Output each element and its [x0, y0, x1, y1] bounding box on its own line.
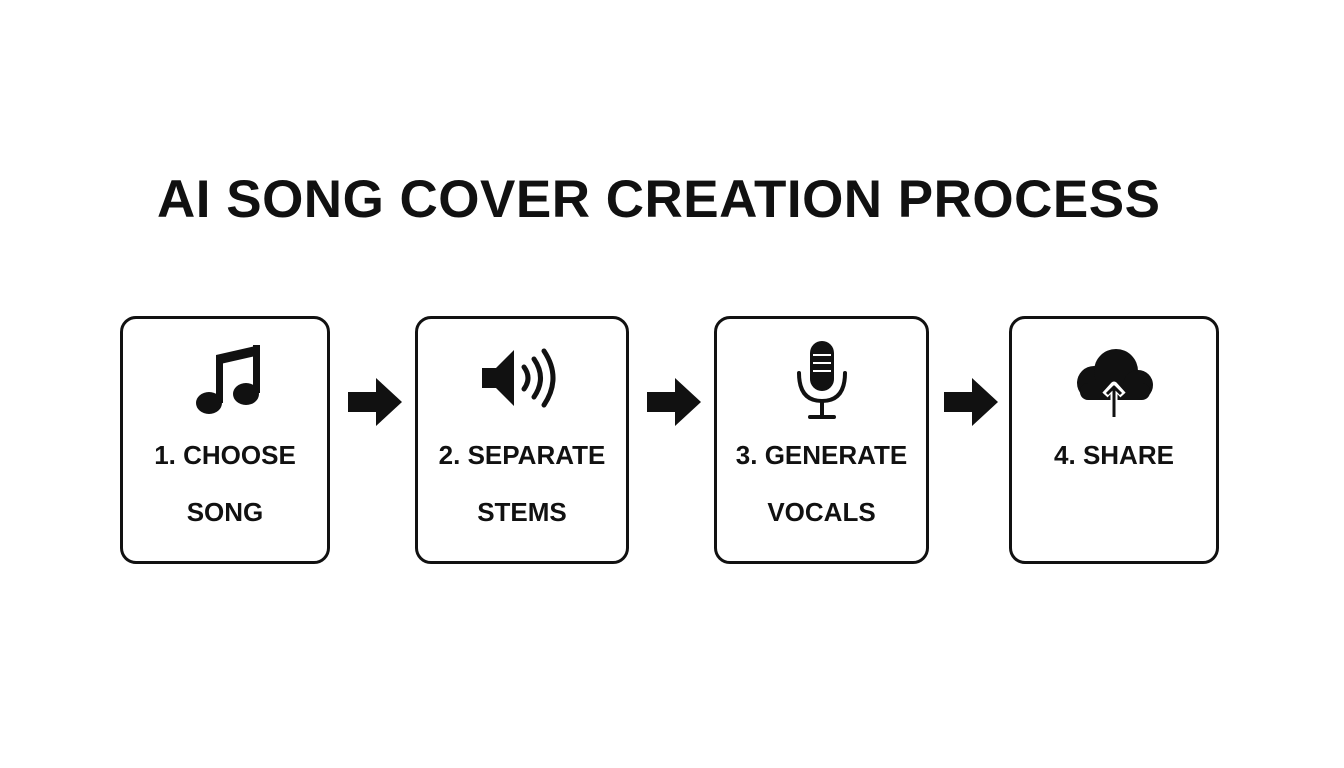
step-subtitle: SONG: [186, 497, 264, 527]
step-separate-stems: 2. SEPARATE STEMS: [415, 316, 629, 564]
step-subtitle: VOCALS: [767, 497, 876, 527]
step-choose-song: 1. CHOOSE SONG: [120, 316, 330, 564]
step-subtitle: STEMS: [477, 497, 567, 527]
step-title: 4. SHARE: [1054, 440, 1174, 470]
speaker-sound-icon: [418, 333, 626, 423]
step-title: 2. SEPARATE: [438, 440, 606, 470]
music-note-icon: [123, 333, 327, 423]
step-generate-vocals: 3. GENERATE VOCALS: [714, 316, 929, 564]
step-title: 3. GENERATE: [735, 440, 908, 470]
microphone-icon: [717, 333, 926, 423]
arrow-right-icon: [944, 378, 998, 426]
page-title: AI SONG COVER CREATION PROCESS: [157, 170, 1161, 229]
step-share: 4. SHARE: [1009, 316, 1219, 564]
step-title: 1. CHOOSE: [154, 440, 296, 470]
arrow-right-icon: [348, 378, 402, 426]
cloud-upload-icon: [1012, 333, 1216, 423]
arrow-right-icon: [647, 378, 701, 426]
